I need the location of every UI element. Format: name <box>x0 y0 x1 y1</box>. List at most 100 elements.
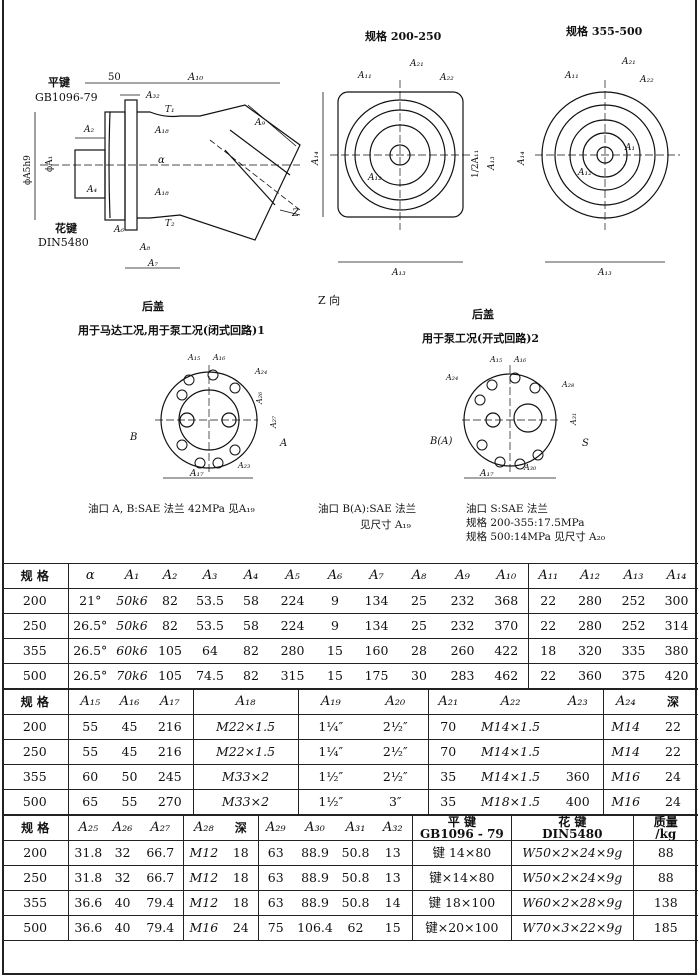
table-cell: 40 <box>107 890 138 916</box>
dim-label: A₂₁ <box>409 59 424 69</box>
row-spec-cell: 355 <box>2 890 69 916</box>
dim-label: A₁₅ <box>489 355 503 364</box>
table-cell: 82 <box>232 663 270 689</box>
table-cell: 53.5 <box>188 588 232 614</box>
dim-label: ϕA5h9 <box>23 155 33 185</box>
table-cell: 28 <box>398 638 440 664</box>
dim-label: A₁₁ <box>564 71 579 81</box>
column-header: A₁₅ <box>67 689 112 715</box>
column-header: A₆ <box>315 563 355 589</box>
table-cell: 55 <box>67 739 112 765</box>
table-cell: 252 <box>612 588 655 614</box>
front-view-200-250: 规格 200-250 A₁₁ A₂₁ A₂₂ A₁₂ A₁₄ A₁₃ 1/2A₁… <box>311 29 497 278</box>
column-header: A₈ <box>398 563 440 589</box>
table-cell: 25 <box>398 613 440 639</box>
table-cell: 70 <box>427 739 468 765</box>
table-cell <box>553 739 603 765</box>
cover2-note-s-3: 规格 500:14MPa 见尺寸 A₂₀ <box>466 531 606 543</box>
table-cell: 22 <box>527 613 568 639</box>
table-cell: 45 <box>112 714 147 740</box>
table-cell: 160 <box>355 638 398 664</box>
table-cell: 36.6 <box>68 915 108 941</box>
table-cell: 63 <box>257 890 293 916</box>
table-cell: 22 <box>648 739 698 765</box>
dim-label: A₁₈ <box>154 188 169 198</box>
table-cell: 60 <box>67 764 112 790</box>
row-spec-cell: 200 <box>2 714 68 740</box>
table-cell: 88 <box>632 865 698 891</box>
table-cell: 键 18×100 <box>411 890 512 916</box>
table-cell: 15 <box>315 663 355 689</box>
table-cell: W50×2×24×9g <box>511 840 634 866</box>
table-cell: 66.7 <box>137 840 184 866</box>
cover1-title: 后盖 <box>142 300 164 313</box>
cover1-subtitle: 用于马达工况,用于泵工况(闭式回路)1 <box>78 324 265 337</box>
table-cell: 79.4 <box>137 890 184 916</box>
dim-label: A₁ <box>624 143 635 153</box>
table-cell: 370 <box>485 613 528 639</box>
dim-label: A₇ <box>147 259 158 269</box>
dim-label: A₃₁ <box>569 413 578 426</box>
table-cell: 280 <box>568 613 612 639</box>
column-header: α <box>67 563 112 589</box>
table-cell: 260 <box>440 638 485 664</box>
cover1-note: 油口 A, B:SAE 法兰 42MPa 见A₁₉ <box>88 503 255 515</box>
table-cell: 82 <box>152 613 188 639</box>
column-header: A₂₇ <box>137 815 184 841</box>
table-cell: 55 <box>112 789 147 815</box>
dim-label: A₁₆ <box>212 353 226 362</box>
table-cell: 30 <box>398 663 440 689</box>
table-cell: 375 <box>612 663 655 689</box>
table-cell: 22 <box>527 663 568 689</box>
column-header: A₉ <box>440 563 485 589</box>
dim-label: ϕA₁ <box>45 156 55 172</box>
table-cell: 368 <box>485 588 528 614</box>
row-spec-cell: 355 <box>2 764 68 790</box>
column-header: A₄ <box>232 563 270 589</box>
column-header: A₂ <box>152 563 188 589</box>
dim-label: Z <box>291 208 300 219</box>
column-header: A₁₂ <box>568 563 612 589</box>
port-label: B(A) <box>429 436 452 447</box>
table-cell: 键×14×80 <box>411 865 512 891</box>
table-cell: 32 <box>107 865 138 891</box>
dim-label: A₃₂ <box>145 91 160 101</box>
column-header: 花 键 DIN5480 <box>511 815 634 841</box>
row-spec-cell: 250 <box>2 613 68 639</box>
dim-label: A₁₀ <box>187 72 203 83</box>
table-cell: 335 <box>612 638 655 664</box>
column-header: A₂₈ <box>182 815 224 841</box>
column-header: A₁₄ <box>655 563 698 589</box>
column-header: A₂₄ <box>602 689 648 715</box>
table-cell: 32 <box>107 840 138 866</box>
table-cell: 360 <box>568 663 612 689</box>
table-cell: 25 <box>398 588 440 614</box>
table-cell: 13 <box>373 840 413 866</box>
column-header: A₁₉ <box>297 689 363 715</box>
column-header: A₁₁ <box>527 563 568 589</box>
column-header: A₁₃ <box>612 563 655 589</box>
column-header: A₃₀ <box>292 815 338 841</box>
table-cell: 15 <box>315 638 355 664</box>
table-cell: M22×1.5 <box>192 739 298 765</box>
table-cell: 1¼″ <box>297 739 363 765</box>
table-cell: 74.5 <box>188 663 232 689</box>
table-cell: 58 <box>232 588 270 614</box>
table-cell: 70k6 <box>112 663 152 689</box>
table-cell: 18 <box>527 638 568 664</box>
table-cell: M14 <box>602 739 648 765</box>
column-header: A₁ <box>112 563 152 589</box>
table-cell: 键 14×80 <box>411 840 512 866</box>
table-cell: 75 <box>257 915 293 941</box>
